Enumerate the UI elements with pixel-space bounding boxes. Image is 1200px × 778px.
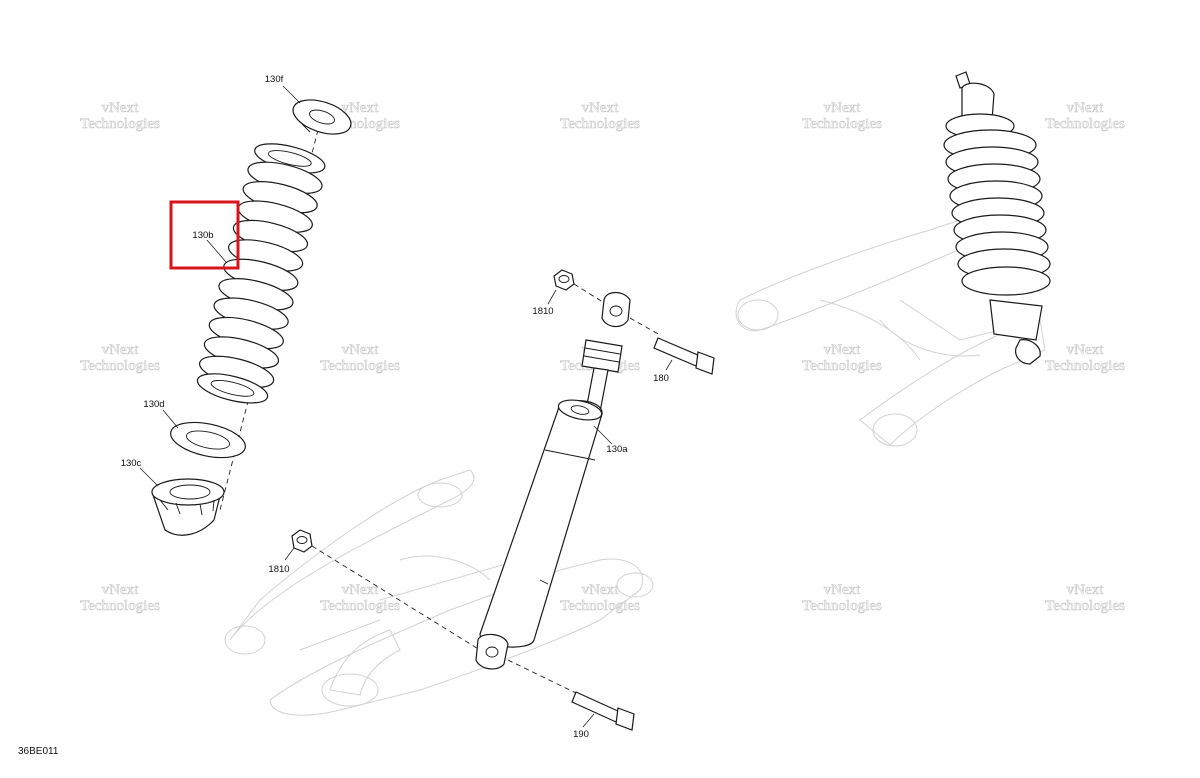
watermark: vNext Technologies xyxy=(560,582,641,615)
callout-130f[interactable]: 130f xyxy=(265,74,284,85)
spring-seat-130d xyxy=(170,421,246,459)
svg-text:vNext: vNext xyxy=(342,582,379,598)
shock-absorber-130a xyxy=(475,291,631,670)
svg-text:vNext: vNext xyxy=(824,582,861,598)
svg-text:vNext: vNext xyxy=(582,582,619,598)
watermark: vNext Technologies xyxy=(802,100,883,133)
callout-1810-upper[interactable]: 1810 xyxy=(532,306,553,317)
svg-text:Technologies: Technologies xyxy=(560,598,640,614)
svg-text:Technologies: Technologies xyxy=(320,598,400,614)
svg-text:Technologies: Technologies xyxy=(80,358,160,374)
svg-text:vNext: vNext xyxy=(1067,582,1104,598)
svg-text:Technologies: Technologies xyxy=(1045,358,1125,374)
svg-text:vNext: vNext xyxy=(342,100,379,116)
watermark: vNext Technologies xyxy=(320,342,401,375)
svg-text:Technologies: Technologies xyxy=(1045,116,1125,132)
watermark: vNext Technologies xyxy=(560,100,641,133)
svg-text:Technologies: Technologies xyxy=(1045,598,1125,614)
svg-text:vNext: vNext xyxy=(102,100,139,116)
svg-text:vNext: vNext xyxy=(824,342,861,358)
svg-text:vNext: vNext xyxy=(1067,342,1104,358)
svg-text:vNext: vNext xyxy=(102,582,139,598)
assembled-shock xyxy=(943,71,1051,365)
ghost-suspension-arm-lower xyxy=(224,469,654,716)
watermark: vNext Technologies xyxy=(1045,582,1126,615)
highlight-box xyxy=(169,200,240,270)
coil-spring xyxy=(196,129,326,511)
svg-text:Technologies: Technologies xyxy=(802,598,882,614)
drawing-code: 36BE011 xyxy=(18,746,59,757)
watermark: vNext Technologies xyxy=(80,100,161,133)
adjuster-collar-130c xyxy=(151,478,225,536)
leader-lines xyxy=(139,85,673,728)
callout-1810-lower[interactable]: 1810 xyxy=(268,564,289,575)
callout-190[interactable]: 190 xyxy=(573,729,589,740)
watermark: vNext Technologies xyxy=(80,582,161,615)
svg-text:Technologies: Technologies xyxy=(802,116,882,132)
watermark: vNext Technologies xyxy=(802,582,883,615)
bolt-190 xyxy=(507,659,635,731)
watermark: vNext Technologies xyxy=(1045,100,1126,133)
bolt-180 xyxy=(629,317,715,375)
callout-130d[interactable]: 130d xyxy=(143,399,164,410)
watermark: vNext Technologies xyxy=(1045,342,1126,375)
watermarks: vNext Technologies vNext Technologies vN… xyxy=(80,100,1126,615)
callout-labels: 130f 130b 130d 130c 1810 180 130a 1810 1… xyxy=(121,74,669,740)
svg-text:Technologies: Technologies xyxy=(320,358,400,374)
nut-1810-upper xyxy=(553,269,607,305)
svg-text:vNext: vNext xyxy=(102,342,139,358)
svg-text:vNext: vNext xyxy=(342,342,379,358)
svg-text:Technologies: Technologies xyxy=(80,598,160,614)
svg-text:vNext: vNext xyxy=(1067,100,1104,116)
svg-text:Technologies: Technologies xyxy=(802,358,882,374)
svg-text:vNext: vNext xyxy=(824,100,861,116)
svg-text:Technologies: Technologies xyxy=(80,116,160,132)
callout-130a[interactable]: 130a xyxy=(606,444,628,455)
watermark: vNext Technologies xyxy=(802,342,883,375)
callout-180[interactable]: 180 xyxy=(653,373,669,384)
watermark: vNext Technologies xyxy=(320,582,401,615)
svg-text:Technologies: Technologies xyxy=(560,116,640,132)
nut-1810-lower xyxy=(291,529,481,651)
svg-text:vNext: vNext xyxy=(582,100,619,116)
spring-retainer-130f xyxy=(292,99,352,135)
callout-130b[interactable]: 130b xyxy=(192,230,213,241)
watermark: vNext Technologies xyxy=(80,342,161,375)
callout-130c[interactable]: 130c xyxy=(121,458,142,469)
